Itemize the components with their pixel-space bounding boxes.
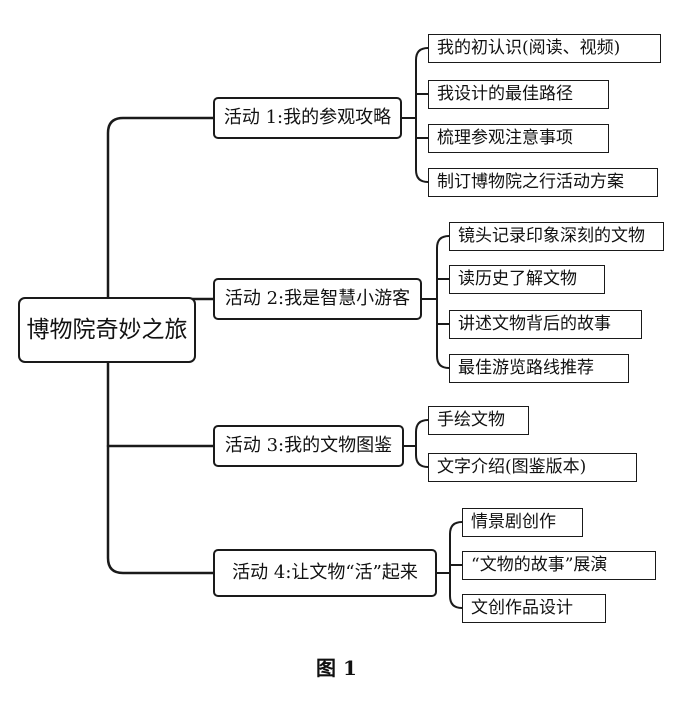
activity-2-item-1: 镜头记录印象深刻的文物	[449, 222, 664, 251]
activity-1-item-2: 我设计的最佳路径	[428, 80, 609, 109]
activity-4-node: 活动 4:让文物“活”起来	[213, 549, 437, 597]
activity-4-item-1: 情景剧创作	[462, 508, 583, 537]
activity-3-item-1: 手绘文物	[428, 406, 529, 435]
figure-caption: 图 1	[316, 656, 357, 680]
activity-2-item-4: 最佳游览路线推荐	[449, 354, 629, 383]
activity-2-node: 活动 2:我是智慧小游客	[213, 278, 422, 320]
activity-1-item-4: 制订博物院之行活动方案	[428, 168, 658, 197]
activity-1-item-1: 我的初认识(阅读、视频)	[428, 34, 661, 63]
activity-4-item-2: “文物的故事”展演	[462, 551, 656, 580]
activity-1-node: 活动 1:我的参观攻略	[213, 97, 402, 139]
activity-3-item-2: 文字介绍(图鉴版本)	[428, 453, 637, 482]
activity-2-item-2: 读历史了解文物	[449, 265, 605, 294]
activity-2-item-3: 讲述文物背后的故事	[449, 310, 642, 339]
root-topic: 博物院奇妙之旅	[18, 297, 196, 363]
activity-1-item-3: 梳理参观注意事项	[428, 124, 609, 153]
activity-4-item-3: 文创作品设计	[462, 594, 606, 623]
activity-3-node: 活动 3:我的文物图鉴	[213, 425, 404, 467]
